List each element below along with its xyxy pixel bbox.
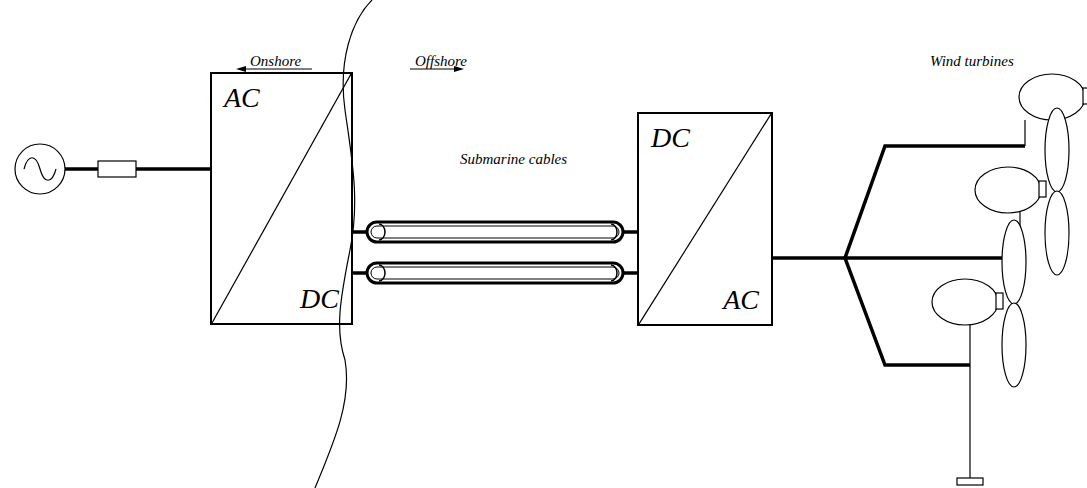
submarine-cable — [353, 222, 637, 242]
annotation-label: Onshore — [250, 52, 301, 70]
converter-label: DC — [300, 283, 339, 315]
converter-label: AC — [723, 284, 759, 316]
annotation-label: Wind turbines — [930, 52, 1014, 70]
annotation-label: Submarine cables — [460, 150, 567, 168]
converter-label: DC — [651, 122, 690, 154]
annotation-label: Offshore — [415, 52, 467, 70]
converter-box: AC DC — [210, 72, 353, 325]
converter-box: DC AC — [637, 112, 773, 326]
converter-label: AC — [224, 82, 260, 114]
submarine-cable — [353, 263, 637, 283]
